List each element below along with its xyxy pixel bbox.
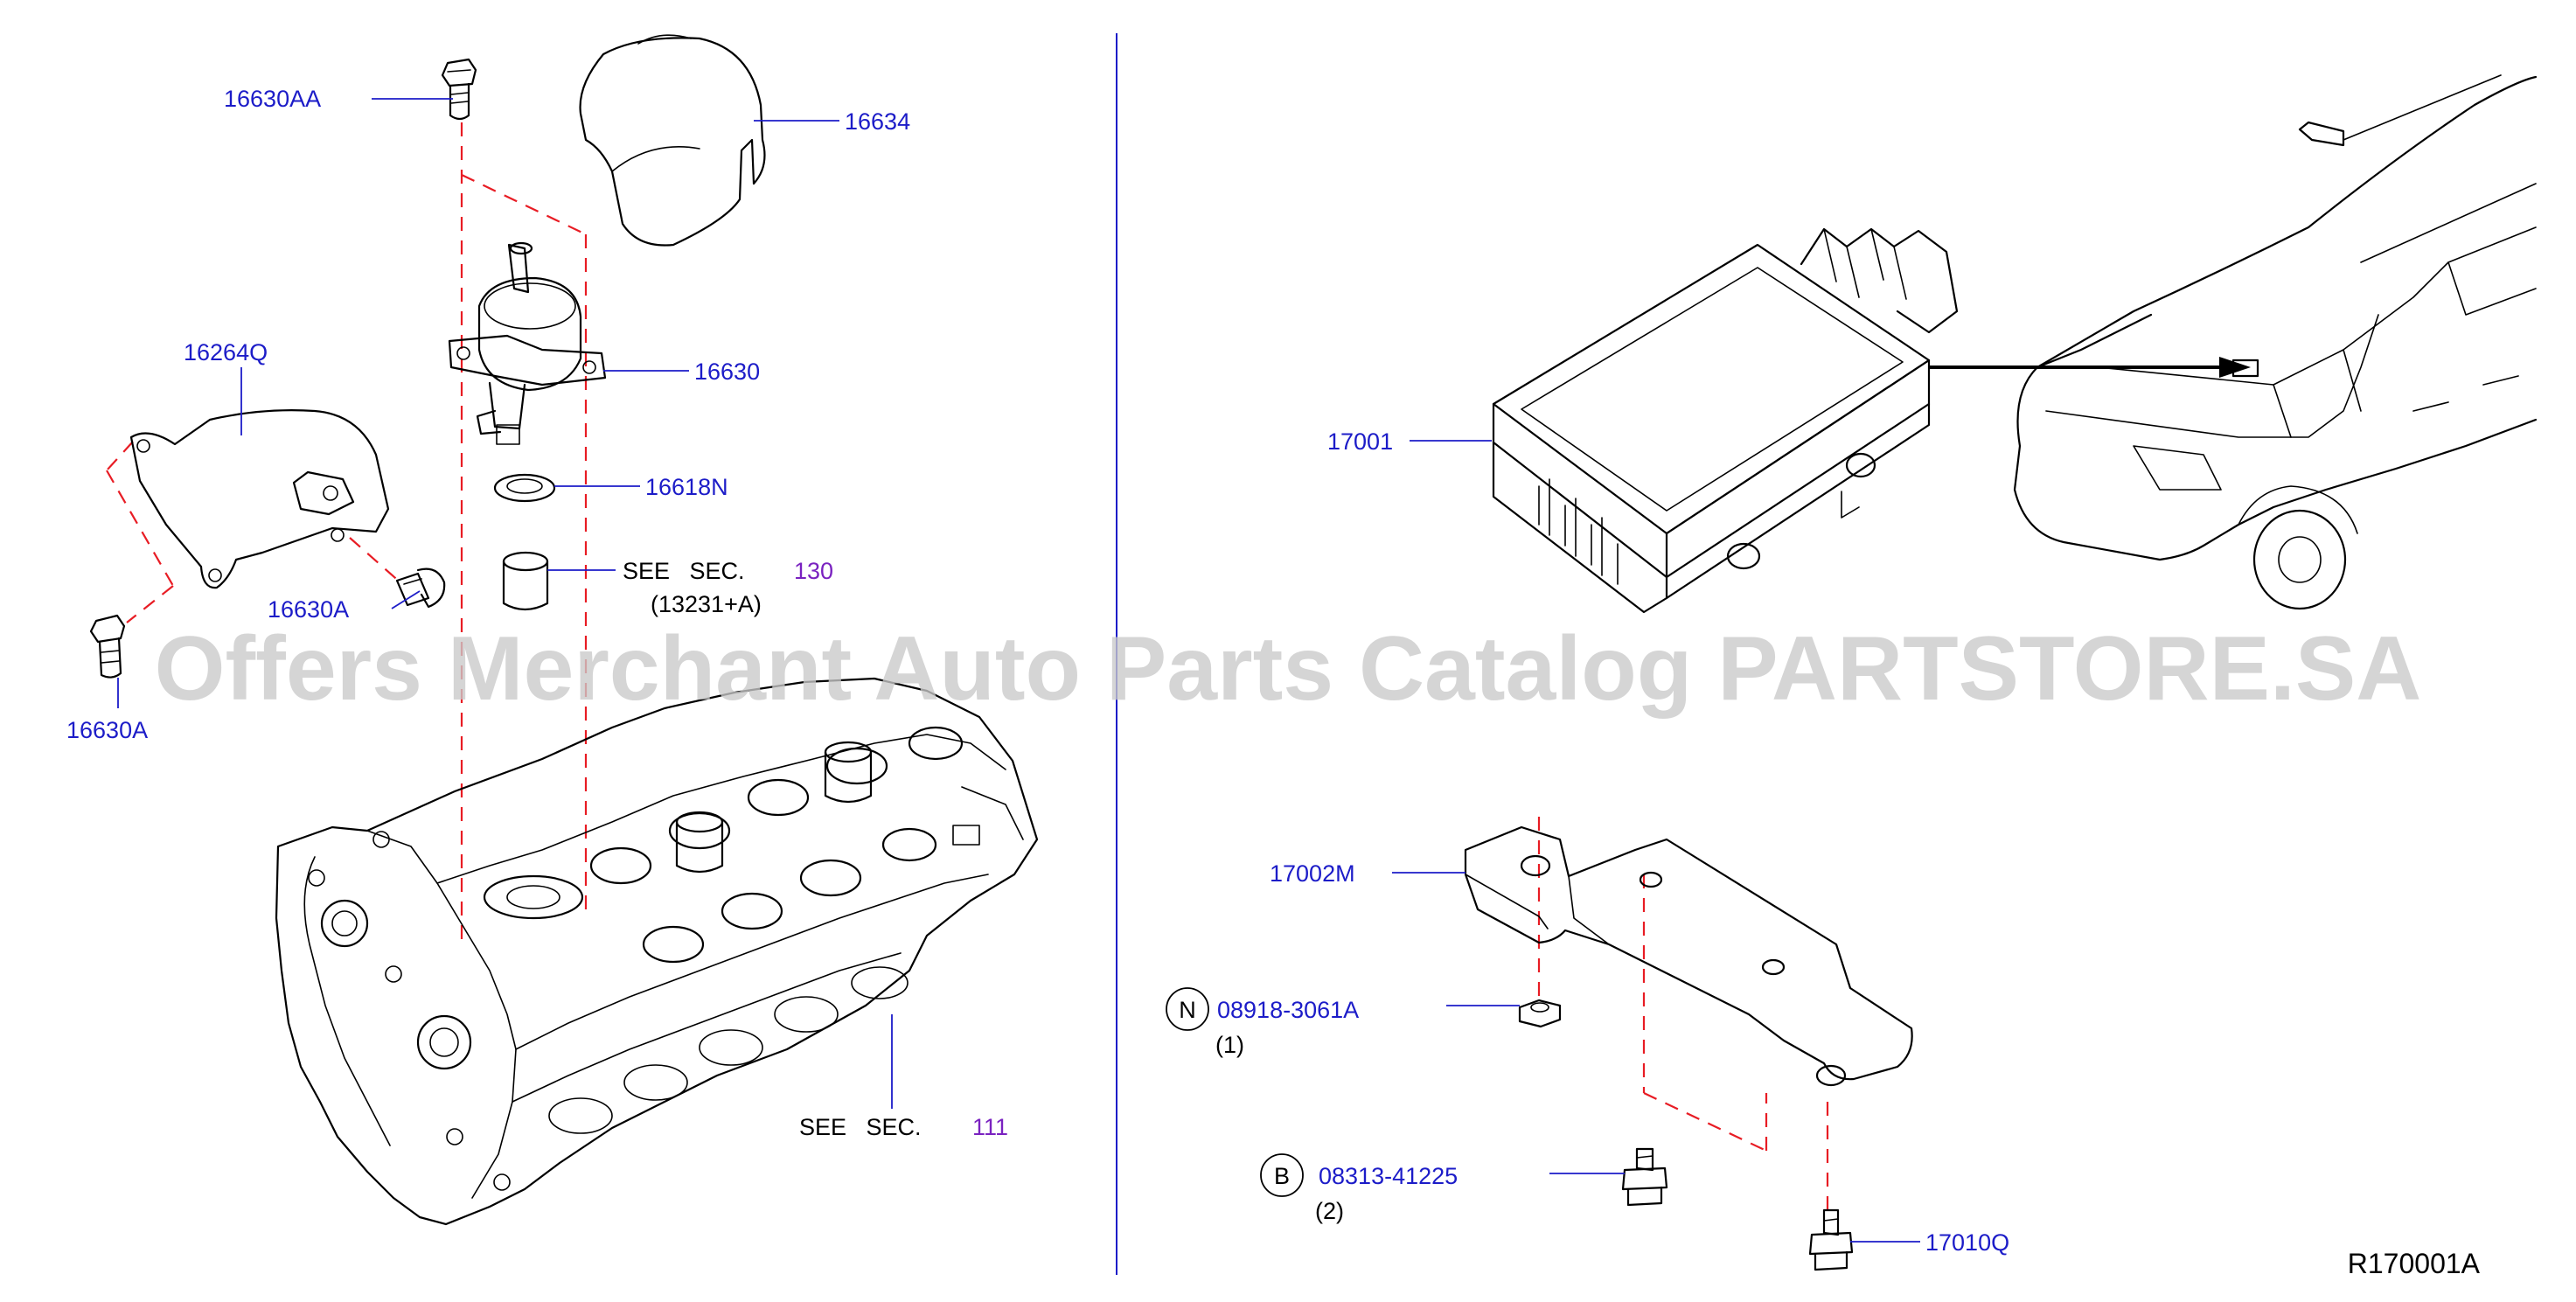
vehicle: [2013, 74, 2538, 610]
callout-16634: 16634: [845, 108, 910, 135]
bolt-08313-41225: [1621, 1147, 1668, 1207]
callout-16618N: 16618N: [645, 474, 728, 500]
callout-17010Q: 17010Q: [1925, 1229, 2009, 1256]
nut-symbol-circle: [1166, 987, 1209, 1031]
callout-08313-41225: 08313-41225: [1319, 1163, 1458, 1189]
bolt-symbol-circle: [1260, 1153, 1304, 1197]
callout-16630A-right: 16630A: [268, 596, 349, 623]
bolt-16630AA: [441, 58, 477, 121]
left-dashed-guides: [106, 122, 588, 944]
nut-symbol: N: [1179, 997, 1196, 1023]
callout-16630A-left: 16630A: [66, 717, 148, 743]
see-sec-130-sub: (13231+A): [651, 591, 762, 617]
watermark-text: Offers Merchant Auto Parts Catalog PARTS…: [155, 618, 2422, 720]
right-leaders: [1392, 440, 1920, 1243]
tappet: [502, 551, 549, 611]
right-dashed-guides: [1537, 817, 1829, 1215]
cylinder-head: [275, 677, 1039, 1226]
bracket-17002M: [1464, 825, 1913, 1087]
left-leaders: [117, 98, 893, 1109]
nut-quantity: (1): [1215, 1032, 1244, 1058]
cover-16634: [579, 34, 766, 247]
bolt-16630A-right: [395, 567, 446, 609]
location-arrowhead: [2219, 357, 2251, 378]
module-17001: [1492, 227, 1959, 614]
see-sec-130-number: 130: [794, 558, 833, 584]
see-sec-130-label: SEE SEC.: [623, 558, 745, 584]
bolt-16630A-left: [89, 614, 126, 679]
see-sec-111-label: SEE SEC.: [799, 1114, 922, 1140]
bracket-16264Q: [129, 409, 390, 589]
callout-17001: 17001: [1327, 428, 1393, 455]
callout-16630: 16630: [694, 359, 760, 385]
callout-16264Q: 16264Q: [184, 339, 268, 366]
screw-17010Q: [1808, 1208, 1854, 1271]
see-sec-111-number: 111: [972, 1114, 1008, 1140]
callout-08918-3061A: 08918-3061A: [1217, 997, 1359, 1023]
bolt-symbol: B: [1274, 1163, 1290, 1189]
nut-08918-3061A: [1518, 999, 1562, 1028]
oring-16618N: [493, 473, 556, 503]
pump-16630: [448, 241, 607, 445]
callout-16630AA: 16630AA: [224, 86, 321, 112]
bolt-quantity: (2): [1315, 1198, 1344, 1224]
callout-17002M: 17002M: [1270, 860, 1355, 887]
diagram-reference-code: R170001A: [2348, 1248, 2481, 1279]
